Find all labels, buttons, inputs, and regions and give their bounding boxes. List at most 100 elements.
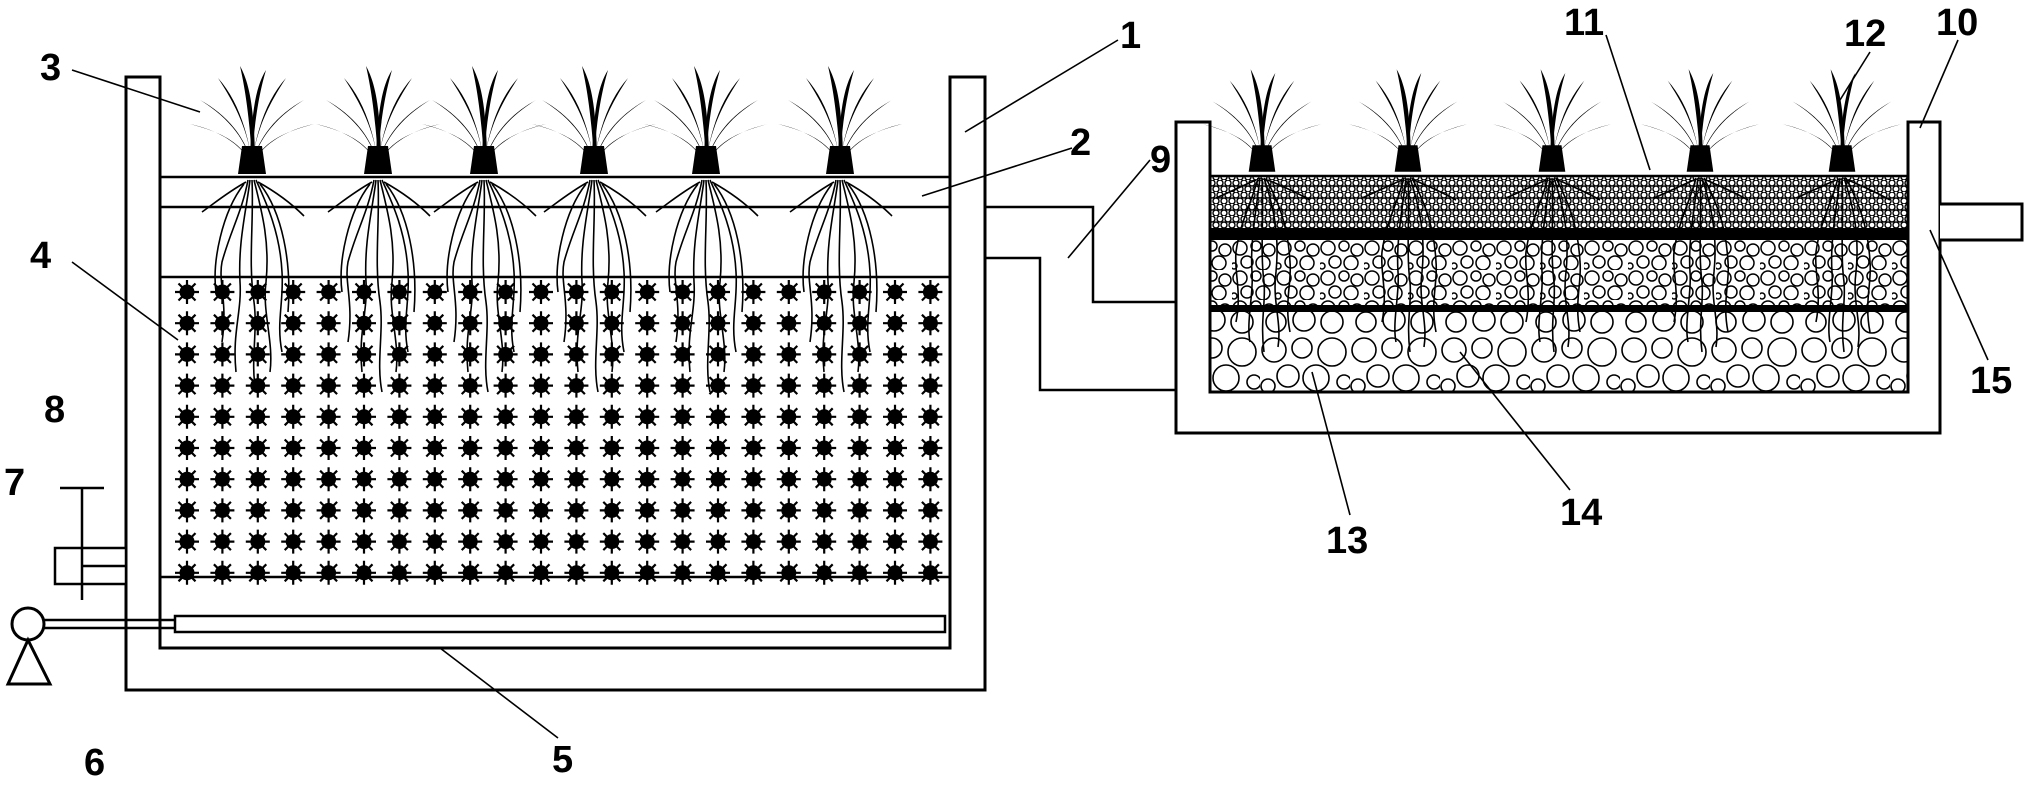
filler-ball-icon	[881, 497, 909, 524]
filler-ball-icon	[563, 434, 590, 462]
filler-ball-icon	[669, 341, 696, 368]
filler-ball-icon	[917, 310, 944, 337]
filler-ball-icon	[598, 372, 625, 399]
filler-ball-icon	[775, 497, 802, 524]
filler-ball-icon	[315, 310, 342, 337]
filler-ball-icon	[280, 278, 307, 306]
reed-plant-icon	[190, 66, 314, 174]
label-2: 2	[1070, 122, 1091, 164]
reed-plant-icon	[1641, 69, 1759, 172]
filler-ball-icon	[280, 559, 307, 586]
filler-ball-icon	[492, 497, 519, 524]
connecting-pipe	[985, 205, 1176, 392]
reed-plant-icon	[1783, 69, 1901, 172]
filler-ball-icon	[244, 466, 271, 493]
filler-ball-icon	[457, 497, 484, 524]
filler-ball-icon	[350, 403, 378, 430]
filler-ball-icon	[173, 434, 201, 462]
filler-ball-icon	[740, 466, 767, 493]
label-1: 1	[1120, 15, 1141, 57]
filler-ball-icon	[704, 434, 732, 462]
filler-ball-icon	[775, 403, 802, 430]
filler-ball-icon	[634, 372, 661, 399]
leader-lines	[71, 34, 1989, 739]
filler-ball-icon	[634, 559, 661, 586]
label-3: 3	[40, 47, 61, 89]
root-system	[655, 179, 759, 393]
filler-ball-icon	[527, 497, 555, 524]
filler-ball-icon	[634, 403, 661, 430]
filler-ball-icon	[917, 341, 944, 368]
filler-ball-icon	[209, 528, 236, 555]
filler-ball-icon	[173, 497, 201, 524]
filler-ball-icon	[173, 372, 201, 399]
label-11: 11	[1564, 2, 1604, 44]
filler-ball-icon	[917, 278, 944, 306]
filler-ball-icon	[386, 528, 413, 555]
filler-ball-icon	[775, 278, 802, 306]
filler-ball-icon	[563, 310, 590, 337]
filler-ball-icon	[846, 528, 873, 555]
filler-ball-icon	[740, 528, 767, 555]
filler-ball-icon	[598, 497, 625, 524]
filler-ball-icon	[209, 559, 236, 586]
filler-ball-icon	[350, 341, 378, 368]
filler-ball-icon	[704, 403, 732, 430]
filler-ball-icon	[598, 466, 625, 493]
filler-ball-icon	[492, 528, 519, 555]
filler-ball-icon	[598, 310, 625, 337]
filler-ball-icon	[244, 372, 271, 399]
filler-ball-icon	[775, 341, 802, 368]
filler-ball-icon	[917, 403, 944, 430]
filler-ball-icon	[173, 466, 201, 493]
label-12: 12	[1844, 13, 1886, 55]
filler-ball-icon	[209, 466, 236, 493]
filler-ball-icon	[421, 372, 448, 399]
label-15: 15	[1970, 360, 2012, 402]
filler-ball-icon	[704, 528, 732, 555]
filler-ball-icon	[704, 466, 732, 493]
filler-ball-icon	[280, 528, 307, 555]
label-13: 13	[1326, 520, 1368, 562]
filler-ball-icon	[740, 278, 767, 306]
filler-ball-icon	[811, 466, 838, 493]
reed-plant-icon	[644, 66, 768, 174]
filler-ball-icon	[209, 341, 236, 368]
filler-ball-icon	[598, 434, 625, 462]
filler-ball-icon	[315, 403, 342, 430]
reed-plant-icon	[1493, 69, 1611, 172]
filler-ball-icon	[527, 278, 555, 306]
filler-ball-icon	[598, 559, 625, 586]
filler-ball-icon	[209, 403, 236, 430]
filler-ball-icon	[244, 528, 271, 555]
label-4: 4	[30, 235, 51, 277]
filler-ball-icon	[315, 278, 342, 306]
filler-ball-icon	[527, 559, 555, 586]
filler-ball-icon	[527, 372, 555, 399]
reed-plant-icon	[778, 66, 902, 174]
filler-ball-icon	[811, 559, 838, 586]
filler-ball-icon	[634, 278, 661, 306]
filler-ball-icon	[881, 372, 909, 399]
filler-ball-icon	[669, 403, 696, 430]
filler-ball-icon	[492, 403, 519, 430]
filler-ball-icon	[280, 466, 307, 493]
filler-ball-icon	[492, 372, 519, 399]
filler-ball-icon	[669, 559, 696, 586]
filler-ball-icon	[669, 528, 696, 555]
filler-ball-icon	[669, 497, 696, 524]
label-14: 14	[1560, 492, 1602, 534]
label-7: 7	[4, 462, 25, 504]
filler-ball-icon	[634, 497, 661, 524]
filler-ball-icon	[740, 559, 767, 586]
reed-plant-icon	[422, 66, 546, 174]
filler-ball-icon	[421, 497, 448, 524]
filler-ball-icon	[881, 403, 909, 430]
filler-ball-icon	[350, 497, 378, 524]
filler-ball-icon	[740, 403, 767, 430]
filler-ball-icon	[244, 403, 271, 430]
coarse-gravel-layer	[1210, 312, 1908, 392]
filler-ball-icon	[457, 528, 484, 555]
filler-ball-icon	[457, 434, 484, 462]
filler-ball-icon	[775, 310, 802, 337]
